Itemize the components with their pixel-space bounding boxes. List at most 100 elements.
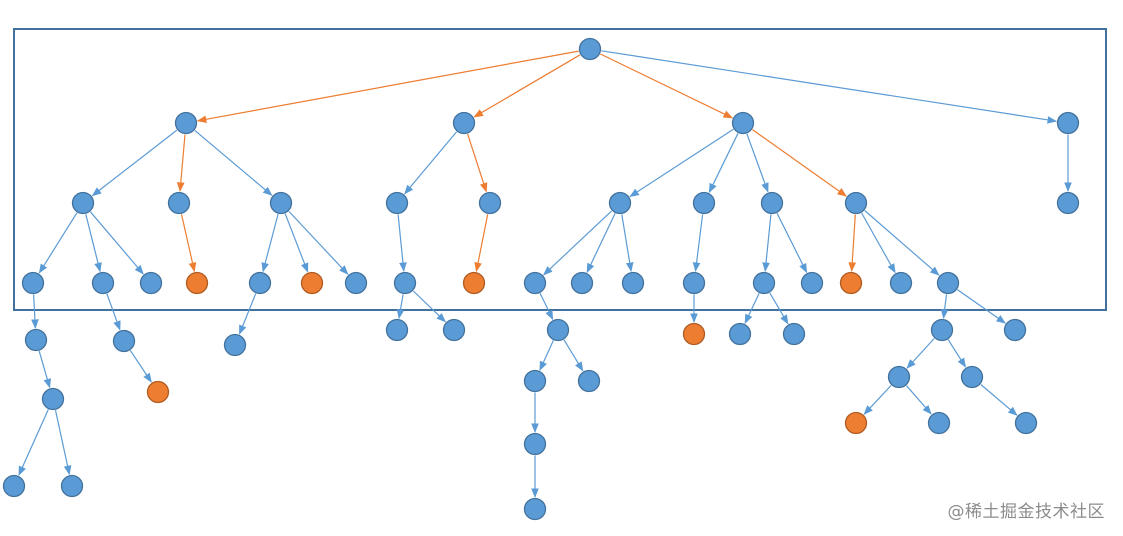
edge-c4-c4a bbox=[848, 214, 857, 272]
edge-c4c1-c4c1b bbox=[947, 339, 967, 368]
edge-a-a1 bbox=[91, 129, 178, 197]
edge-root-a bbox=[196, 50, 579, 124]
edge-a1a1a-a1a1a1 bbox=[18, 409, 49, 476]
edge-root-b bbox=[473, 54, 581, 118]
tree-node-a bbox=[174, 111, 198, 135]
tree-node-c3a bbox=[752, 271, 776, 295]
edge-b1a-b1a2 bbox=[412, 290, 446, 323]
edge-a1a-a1a1 bbox=[31, 294, 39, 329]
tree-node-c1c bbox=[621, 271, 645, 295]
tree-node-a1a1a bbox=[41, 387, 65, 411]
tree-node-c2a bbox=[682, 271, 706, 295]
edge-c1a-c1a1 bbox=[539, 293, 554, 321]
edge-layer bbox=[18, 50, 1072, 498]
tree-node-a2 bbox=[167, 191, 191, 215]
tree-node-b1a2 bbox=[442, 318, 466, 342]
edge-b2-b2a bbox=[474, 214, 489, 273]
edge-c1a1-c1a1b bbox=[563, 339, 584, 372]
edge-c-c3 bbox=[746, 133, 769, 193]
tree-node-c1a1a1 bbox=[523, 432, 547, 456]
tree-node-b bbox=[452, 111, 476, 135]
edge-a3a-a3a1 bbox=[238, 293, 257, 335]
tree-node-c bbox=[731, 111, 755, 135]
tree-node-c1a1a bbox=[523, 369, 547, 393]
edge-c4c1a-c4c1a1 bbox=[863, 384, 892, 415]
edge-a1b-a1b1 bbox=[106, 293, 121, 331]
tree-node-d1 bbox=[1056, 191, 1080, 215]
tree-node-a3c bbox=[344, 271, 368, 295]
edge-root-c bbox=[600, 53, 734, 119]
tree-node-b1a1 bbox=[385, 318, 409, 342]
tree-node-a3 bbox=[269, 191, 293, 215]
tree-node-c4a bbox=[839, 271, 863, 295]
tree-node-c3b bbox=[800, 271, 824, 295]
edge-c1a1-c1a1a bbox=[539, 340, 554, 371]
tree-node-c4b bbox=[889, 271, 913, 295]
tree-node-c4c1b bbox=[960, 365, 984, 389]
edge-a3-a3a bbox=[261, 213, 279, 273]
tree-node-a1 bbox=[71, 191, 95, 215]
tree-node-c4c1 bbox=[930, 318, 954, 342]
tree-node-b2a bbox=[462, 271, 486, 295]
edge-c4-c4b bbox=[861, 212, 896, 274]
tree-node-c1b bbox=[570, 271, 594, 295]
watermark: @稀土掘金技术社区 bbox=[947, 502, 1105, 522]
edge-b-b1 bbox=[404, 131, 458, 195]
tree-node-root bbox=[578, 37, 602, 61]
edge-c3-c3b bbox=[776, 213, 808, 274]
edge-c3-c3a bbox=[762, 214, 772, 273]
tree-node-c4c1a bbox=[887, 365, 911, 389]
tree-node-c1a1a1a bbox=[523, 497, 547, 521]
tree-node-c4c2 bbox=[1003, 318, 1027, 342]
selection-frame bbox=[13, 28, 1107, 311]
edge-a1-a1a bbox=[38, 212, 78, 274]
edge-c4c-c4c1 bbox=[940, 294, 949, 320]
edge-c3a-c3a2 bbox=[769, 292, 789, 325]
tree-node-c1 bbox=[608, 191, 632, 215]
tree-node-a1c bbox=[139, 271, 163, 295]
tree-node-b1 bbox=[385, 191, 409, 215]
tree-node-a1b bbox=[91, 271, 115, 295]
edge-a1b1-a1b1a bbox=[129, 350, 152, 383]
edge-a3-a3c bbox=[288, 210, 349, 275]
tree-node-a1a1a1 bbox=[2, 474, 26, 498]
edge-a1-a1c bbox=[89, 211, 144, 275]
tree-node-c4c1b1 bbox=[1014, 411, 1038, 435]
node-layer bbox=[2, 37, 1080, 521]
tree-node-c1a bbox=[523, 271, 547, 295]
tree-node-a1a bbox=[21, 271, 45, 295]
edge-c-c4 bbox=[752, 129, 847, 197]
edge-c4c1a-c4c1a2 bbox=[906, 385, 932, 415]
edge-a-a2 bbox=[176, 134, 186, 192]
edge-a-a3 bbox=[194, 129, 273, 196]
edge-c1-c1a bbox=[543, 210, 613, 276]
edge-a3-a3b bbox=[284, 213, 309, 273]
tree-node-c1a1 bbox=[546, 318, 570, 342]
edge-c4c-c4c2 bbox=[957, 289, 1006, 324]
edge-a1-a1b bbox=[85, 214, 102, 273]
edge-c1-c1b bbox=[586, 213, 616, 274]
edge-b-b2 bbox=[467, 133, 488, 193]
tree-node-c4c1a2 bbox=[927, 411, 951, 435]
edge-c2-c2a bbox=[692, 214, 704, 273]
tree-node-c4c1a1 bbox=[844, 411, 868, 435]
edge-root-d bbox=[601, 50, 1058, 124]
tree-node-c2a1 bbox=[682, 322, 706, 346]
tree-node-b2 bbox=[478, 191, 502, 215]
tree-node-a1a1 bbox=[24, 328, 48, 352]
tree-node-c4 bbox=[844, 191, 868, 215]
edge-a1a1-a1a1a bbox=[38, 350, 51, 389]
tree-node-c4c bbox=[936, 271, 960, 295]
tree-node-a3a1 bbox=[223, 333, 247, 357]
tree-node-a3b bbox=[300, 271, 324, 295]
tree-node-a1b1 bbox=[112, 329, 136, 353]
tree-node-c3a1 bbox=[728, 322, 752, 346]
tree-node-c3a2 bbox=[782, 322, 806, 346]
edge-b1-b1a bbox=[397, 214, 407, 273]
tree-node-b1a bbox=[393, 271, 417, 295]
tree-node-a1a1a2 bbox=[60, 474, 84, 498]
tree-node-a3a bbox=[248, 271, 272, 295]
tree-node-a2a bbox=[185, 271, 209, 295]
edge-c1-c1c bbox=[621, 214, 634, 273]
